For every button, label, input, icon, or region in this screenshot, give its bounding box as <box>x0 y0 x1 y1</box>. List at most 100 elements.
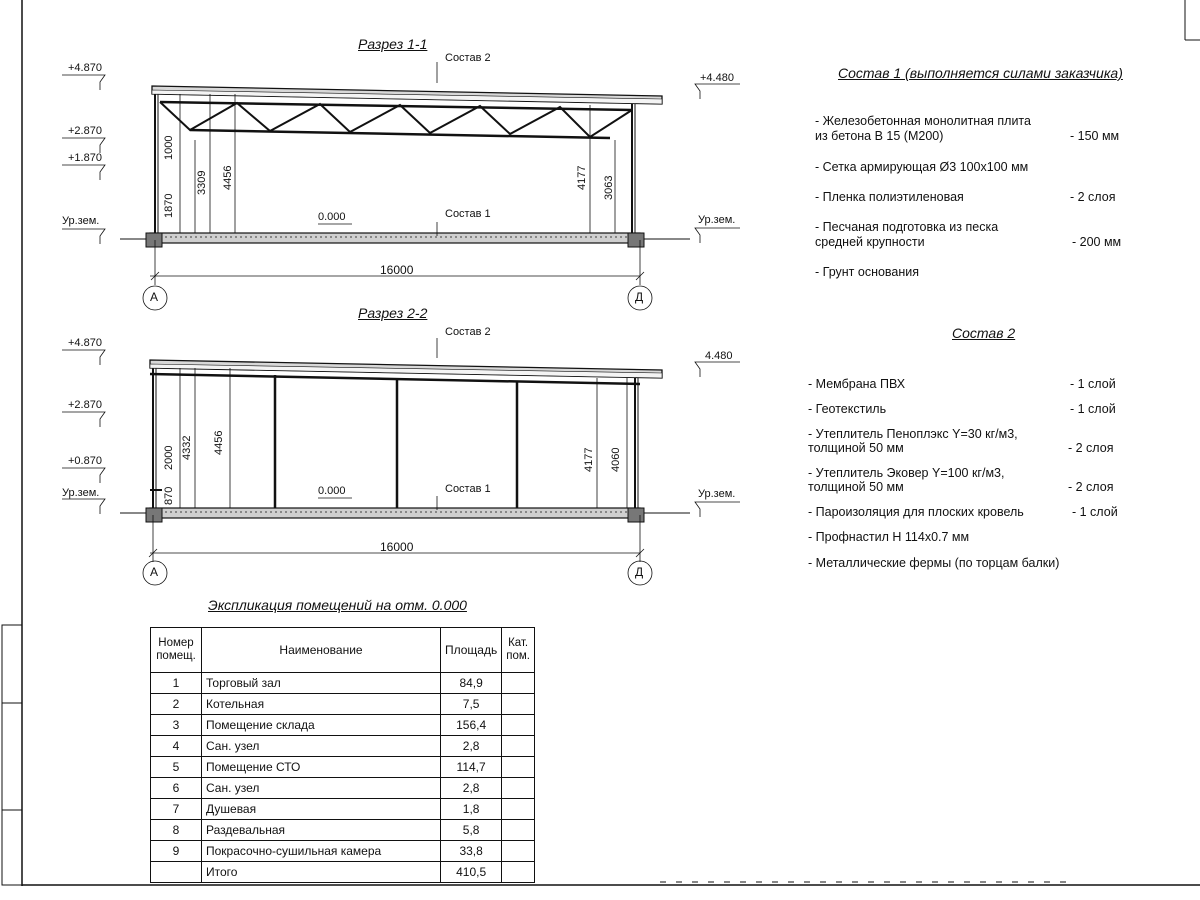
room-number: 2 <box>150 693 202 715</box>
section-2-title: Разрез 2-2 <box>358 305 428 321</box>
room-category <box>501 714 535 736</box>
composition-item: - Пароизоляция для плоских кровель <box>808 505 1024 519</box>
span-dimension: 16000 <box>380 263 414 277</box>
table-header-row: Номер помещ. Наименование Площадь Кат. п… <box>150 627 535 673</box>
dimension-label: 1870 <box>163 193 175 218</box>
elevation-top-left: +4.870 <box>68 337 102 349</box>
elevation-top-right: 4.480 <box>705 350 733 362</box>
ground-level-right: Ур.зем. <box>698 488 736 500</box>
total-area: 410,5 <box>439 861 503 883</box>
room-name: Помещение СТО <box>201 756 441 778</box>
table-row: 2 Котельная 7,5 <box>150 693 535 715</box>
room-category <box>501 735 535 757</box>
room-number: 1 <box>150 672 202 694</box>
header-area: Площадь <box>439 627 503 673</box>
table-row: 3 Помещение склада 156,4 <box>150 714 535 736</box>
total-label: Итого <box>201 861 441 883</box>
table-row: 6 Сан. узел 2,8 <box>150 777 535 799</box>
composition-value: - 1 слой <box>1070 402 1116 416</box>
room-name: Котельная <box>201 693 441 715</box>
composition-value: - 200 мм <box>1072 235 1122 249</box>
composition-item: - Утеплитель Эковер Y=100 кг/м3, <box>808 466 1005 480</box>
ground-level-left: Ур.зем. <box>62 487 100 499</box>
dimension-label: 4060 <box>610 447 622 472</box>
room-number <box>150 861 202 883</box>
table-row: 5 Помещение СТО 114,7 <box>150 756 535 778</box>
dimension-label: 3063 <box>603 175 615 200</box>
table-total-row: Итого 410,5 <box>150 861 535 883</box>
ground-level-right: Ур.зем. <box>698 214 736 226</box>
section-2-2 <box>120 359 690 523</box>
dimension-label: 3309 <box>196 170 208 195</box>
room-category <box>501 861 535 883</box>
axis-label-d: Д <box>635 565 644 579</box>
composition-item: средней крупности <box>815 235 925 249</box>
table-row: 9 Покрасочно-сушильная камера 33,8 <box>150 840 535 862</box>
room-category <box>501 840 535 862</box>
room-name: Раздевальная <box>201 819 441 841</box>
elevation-top-left: +4.870 <box>68 62 102 74</box>
section-1-1 <box>120 85 690 248</box>
composition-item: - Сетка армирующая Ø3 100х100 мм <box>815 160 1029 174</box>
elevation-mid-1: +2.870 <box>68 125 102 137</box>
room-number: 9 <box>150 840 202 862</box>
composition-item: - Грунт основания <box>815 265 920 279</box>
room-area: 7,5 <box>439 693 503 715</box>
elevation-mid-2: +0.870 <box>68 455 102 467</box>
composition-item: - Металлические фермы (по торцам балки) <box>808 556 1060 570</box>
room-number: 5 <box>150 756 202 778</box>
room-name: Помещение склада <box>201 714 441 736</box>
room-number: 8 <box>150 819 202 841</box>
dimension-label: 4177 <box>576 165 588 190</box>
composition-item: толщиной 50 мм <box>808 480 904 494</box>
dimension-label: 1000 <box>163 135 175 160</box>
table-row: 7 Душевая 1,8 <box>150 798 535 820</box>
section-2-dimensions <box>62 338 740 586</box>
header-room-number: Номер помещ. <box>150 627 202 673</box>
room-name: Торговый зал <box>201 672 441 694</box>
sostav-1-label: Состав 1 <box>445 208 491 220</box>
table-row: 1 Торговый зал 84,9 <box>150 672 535 694</box>
composition-value: - 1 слой <box>1072 505 1118 519</box>
room-area: 84,9 <box>439 672 503 694</box>
dimension-label: 4177 <box>583 447 595 472</box>
dimension-label: 870 <box>163 486 175 505</box>
room-area: 5,8 <box>439 819 503 841</box>
elevation-mid-2: +1.870 <box>68 152 102 164</box>
composition-item: - Утеплитель Пеноплэкс Y=30 кг/м3, <box>808 427 1018 441</box>
composition-item: из бетона В 15 (М200) <box>815 129 944 143</box>
explication-title: Экспликация помещений на отм. 0.000 <box>208 597 467 613</box>
room-area: 2,8 <box>439 735 503 757</box>
sostav-2-label: Состав 2 <box>445 52 491 64</box>
axis-label-a: А <box>150 565 159 579</box>
dimension-label: 2000 <box>163 445 175 470</box>
room-category <box>501 756 535 778</box>
sostav-2-label: Состав 2 <box>445 326 491 338</box>
sostav-1-label: Состав 1 <box>445 483 491 495</box>
composition-value: - 2 слоя <box>1068 441 1114 455</box>
composition-item: - Мембрана ПВХ <box>808 377 906 391</box>
floor-mark: 0.000 <box>318 485 346 497</box>
room-area: 2,8 <box>439 777 503 799</box>
header-category: Кат. пом. <box>501 627 535 673</box>
dimension-label: 4332 <box>181 435 193 460</box>
elevation-mid-1: +2.870 <box>68 399 102 411</box>
table-row: 8 Раздевальная 5,8 <box>150 819 535 841</box>
room-number: 3 <box>150 714 202 736</box>
composition-item: - Профнастил Н 114х0.7 мм <box>808 530 970 544</box>
section-1-dimensions <box>62 62 740 311</box>
section-1-title: Разрез 1-1 <box>358 36 428 52</box>
room-name: Сан. узел <box>201 735 441 757</box>
axis-label-d: Д <box>635 290 644 304</box>
room-area: 1,8 <box>439 798 503 820</box>
room-number: 4 <box>150 735 202 757</box>
composition-item: - Геотекстиль <box>808 402 887 416</box>
room-category <box>501 672 535 694</box>
room-name: Душевая <box>201 798 441 820</box>
room-number: 6 <box>150 777 202 799</box>
composition-item: толщиной 50 мм <box>808 441 904 455</box>
room-name: Сан. узел <box>201 777 441 799</box>
explication-table: Номер помещ. Наименование Площадь Кат. п… <box>150 627 535 883</box>
